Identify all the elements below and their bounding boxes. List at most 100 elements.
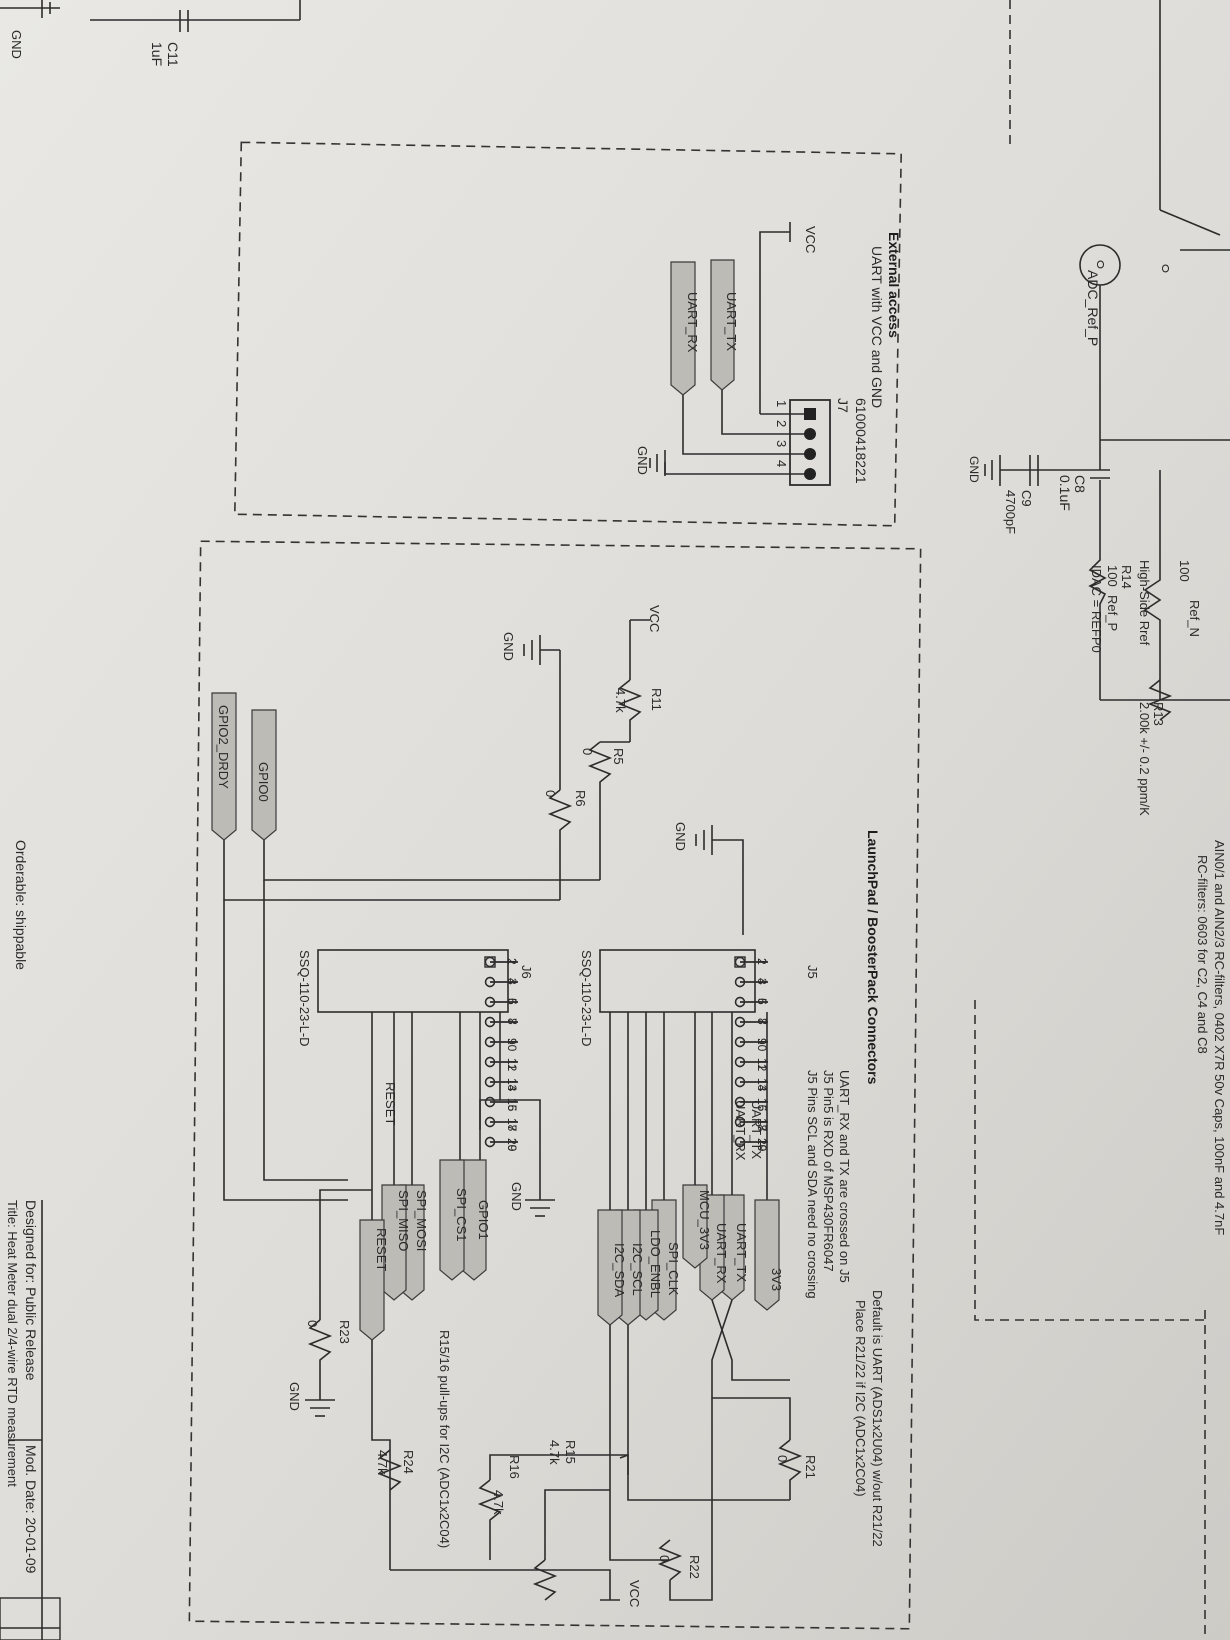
r6-value: 0 (543, 790, 558, 797)
connector-pin-number: 6 (505, 998, 519, 1005)
connector-pin-number: 17 (755, 1118, 769, 1132)
uart-rx-flag-label: UART_RX (685, 292, 700, 353)
j7-pin-label: 4 (774, 460, 789, 467)
r21-value: 0 (775, 1455, 790, 1462)
j6-reset-pin-label: RESET (383, 1082, 398, 1125)
j5-signal-uart-tx: UART_TX (749, 1100, 764, 1159)
j7-pin-label: 2 (774, 420, 789, 427)
r14-value: 100 (1105, 565, 1120, 587)
idac-label: IDAC = REFP0 (1089, 565, 1104, 653)
r5-ref: R5 (611, 748, 626, 765)
flag-mcu-3v3 (682, 1184, 708, 1269)
gpio2-label: GPIO2_DRDY (216, 705, 231, 789)
j7-pin2-pad (804, 428, 816, 440)
adc-ref-label: ADC_Ref_P (1085, 270, 1101, 346)
j7-part-number: 61000418221 (853, 398, 869, 484)
r-top-value: 100 (1177, 560, 1192, 582)
gpio2-flag (211, 692, 237, 841)
flag-uart-tx-label: UART_TX (734, 1223, 749, 1282)
r11-ref: R11 (649, 688, 664, 711)
flag-spi-mosi-label: SPI_MOSI (414, 1190, 429, 1251)
j7-gnd-label: GND (635, 446, 650, 475)
vcc-top-label: VCC (647, 605, 662, 632)
rc-note-line1: AIN0/1 and AIN2/3 RC-filters, 0402 X7R 5… (1212, 840, 1227, 1235)
j7-pin4-pad (804, 468, 816, 480)
j7-pin-label: 3 (774, 440, 789, 447)
title-block-frame (0, 1597, 61, 1640)
connector-pin-number: 11 (505, 1058, 519, 1071)
flag-spi-clk-label: SPI_CLK (666, 1242, 681, 1296)
connector-pin-number: 1 (755, 958, 769, 965)
gnd-j6-label: GND (509, 1182, 524, 1211)
uart-rx-flag (670, 261, 696, 396)
j7-pin-label: 1 (774, 400, 789, 407)
j5-ref: J5 (805, 965, 820, 979)
place-note: Place R21/22 if I2C (ADC1x2C04) (853, 1300, 868, 1497)
ref-p-label: Ref_P (1105, 595, 1120, 631)
external-access-box (233, 141, 903, 527)
uart-tx-flag (710, 259, 735, 391)
external-access-section: External access UART with VCC and GND 61… (233, 141, 903, 527)
r22-value: 0 (657, 1555, 672, 1562)
vcc-right-label: VCC (627, 1580, 642, 1607)
connector-pin-number: 10 (505, 1038, 519, 1052)
cross-note-1: UART_RX and TX are crossed on J5 (837, 1070, 852, 1283)
c9-value: 4700pF (1003, 490, 1018, 534)
flag-i2c-scl-label: I2C_SCL (630, 1243, 645, 1296)
uart-tx-flag-label: UART_TX (724, 292, 739, 351)
flag-spi-cs1-label: SPI_CS1 (454, 1188, 469, 1241)
c8-ref: C8 (1072, 475, 1088, 493)
flag-reset (359, 1219, 385, 1341)
connector-pin-number: 4 (505, 978, 519, 985)
r16-ref: R16 (507, 1455, 522, 1479)
r5-value: 0 (580, 748, 595, 755)
connector-pin-number: 20 (505, 1138, 519, 1152)
c11-ref: C11 (165, 42, 181, 67)
j5-part-label: SSQ-110-23-L-D (579, 950, 594, 1047)
designed-for-label: Designed for: Public Release (23, 1200, 39, 1381)
j7-vcc-label: VCC (803, 226, 818, 253)
connector-pin-number: 9 (755, 1038, 769, 1045)
launchpad-title: LaunchPad / BoosterPack Connectors (865, 830, 881, 1085)
connector-pin-number: 16 (505, 1098, 519, 1112)
gpio0-flag (251, 709, 277, 841)
gnd-left-label: GND (501, 632, 516, 661)
launchpad-section: LaunchPad / BoosterPack Connectors Defau… (188, 540, 922, 1630)
connector-pin-number: 19 (755, 1138, 769, 1152)
connector-pin-number: 8 (505, 1018, 519, 1025)
launchpad-box (188, 540, 922, 1630)
r16-value: 4.7k (491, 1490, 506, 1515)
title-block: Orderable: shippable Designed for: Publi… (0, 840, 61, 1640)
gnd-r23-label: GND (287, 1382, 302, 1411)
flag-uart-rx-label: UART_RX (714, 1223, 729, 1284)
r15-value: 4.7k (547, 1440, 562, 1465)
svg-text:ㅇ: ㅇ (1092, 258, 1108, 271)
j6-part-label: SSQ-110-23-L-D (297, 950, 312, 1047)
j7-ref: J7 (835, 398, 851, 413)
pullup-note: R15/16 pull-ups for I2C (ADC1x2C04) (437, 1330, 452, 1548)
connector-pin-number: 7 (755, 1018, 769, 1025)
ref-n-label: Ref_N (1187, 600, 1202, 637)
flag-i2c-sda-label: I2C_SDA (612, 1243, 627, 1298)
r22-ref: R22 (687, 1555, 702, 1579)
cross-note-3: J5 Pins SCL and SDA need no crossing (805, 1070, 820, 1299)
external-access-title: External access (886, 232, 902, 338)
high-side-label: High-Side Rref (1137, 560, 1152, 646)
r24-value: 4.7k (375, 1450, 390, 1475)
title-partial-label: Title: Heat Meter dual 2/4-wire RTD meas… (5, 1200, 20, 1487)
connector-pin-number: 18 (505, 1118, 519, 1132)
r13-value: 2.00k +/- 0.2 ppm/K (1137, 702, 1152, 816)
orderable-label: Orderable: shippable (13, 840, 29, 970)
c9-gnd: GND (967, 456, 981, 483)
connector-pin-number: 12 (505, 1058, 519, 1072)
r21-ref: R21 (803, 1455, 818, 1479)
gnd-corner-label: GND (9, 30, 24, 59)
c8-value: 0.1uF (1057, 475, 1073, 511)
j7-pin1-pad (804, 408, 816, 420)
flag-3v3-label: 3V3 (769, 1268, 784, 1291)
